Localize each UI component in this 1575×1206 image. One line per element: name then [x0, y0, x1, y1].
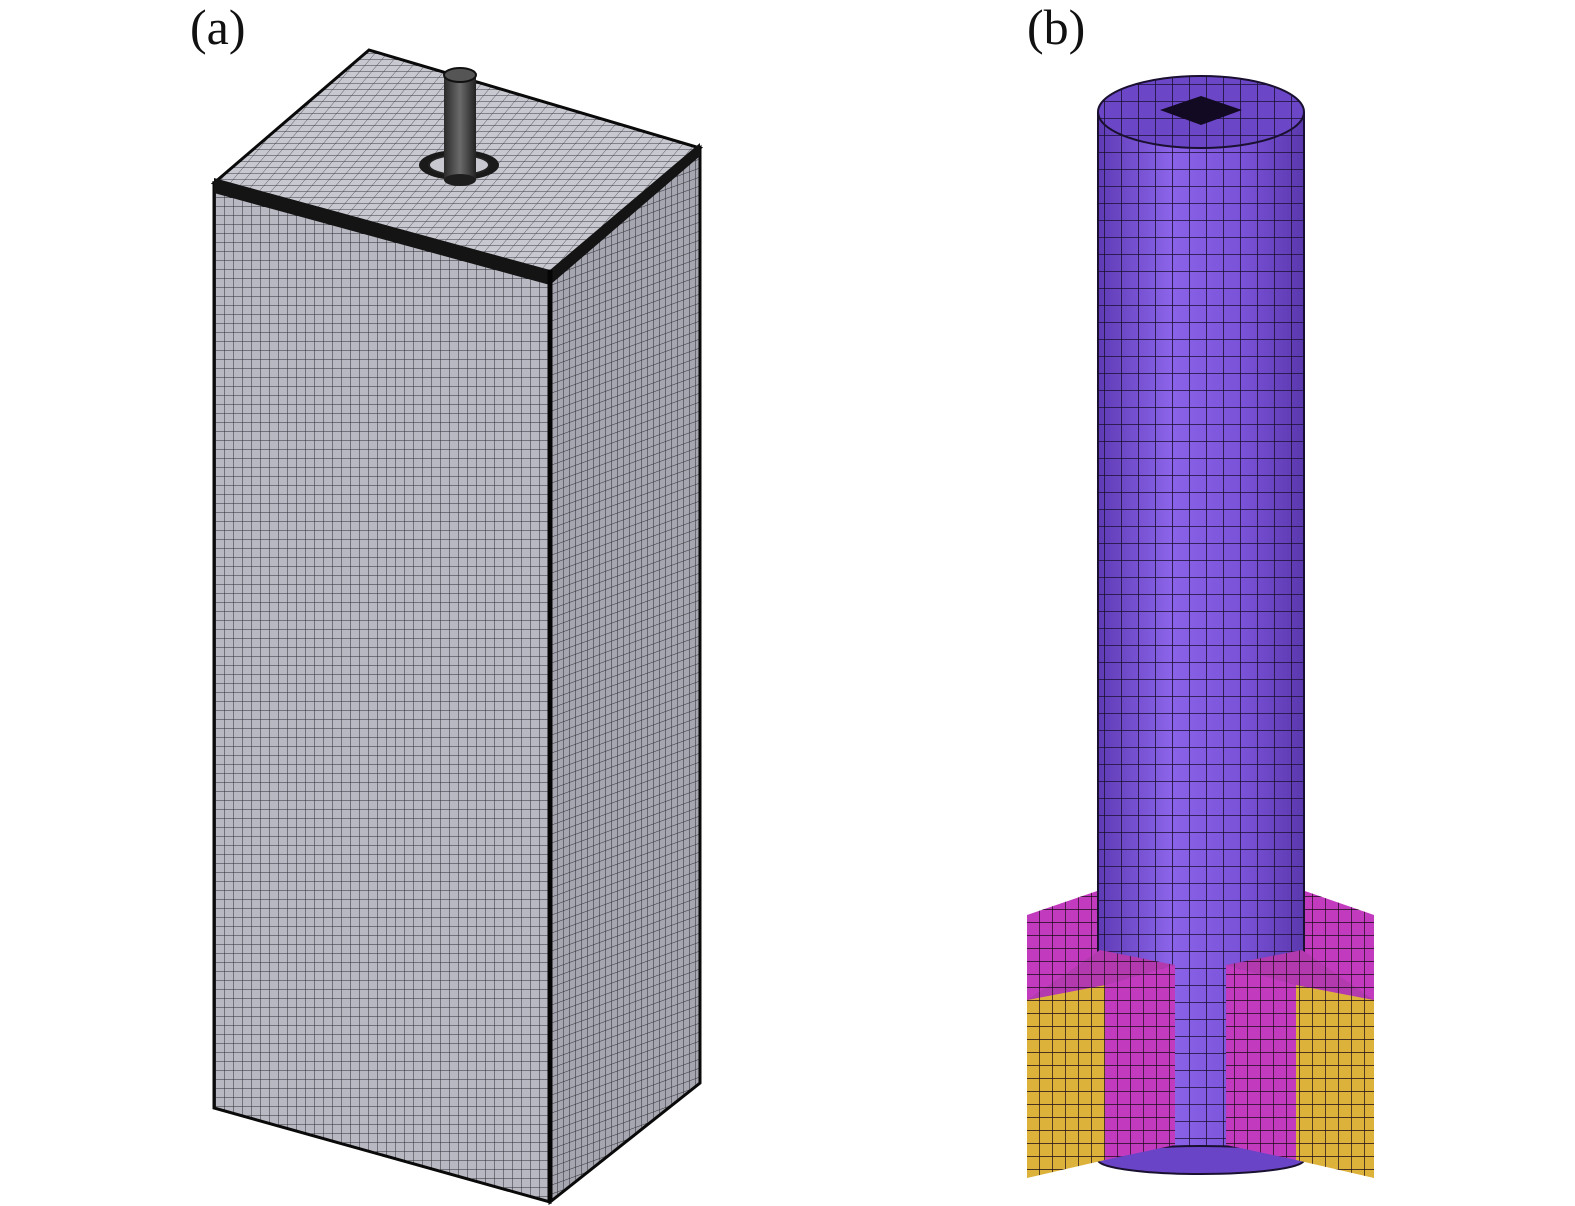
winged-pile-mesh: [1027, 75, 1374, 1178]
box-front-face: [212, 181, 552, 1204]
box-side-face: [548, 144, 702, 1206]
pile-rod: [444, 74, 476, 180]
panel-label-b: (b): [1027, 0, 1086, 55]
panel-label-a: (a): [190, 0, 246, 55]
box-rim-band: [214, 143, 700, 285]
soil-box-mesh: [210, 48, 704, 1206]
